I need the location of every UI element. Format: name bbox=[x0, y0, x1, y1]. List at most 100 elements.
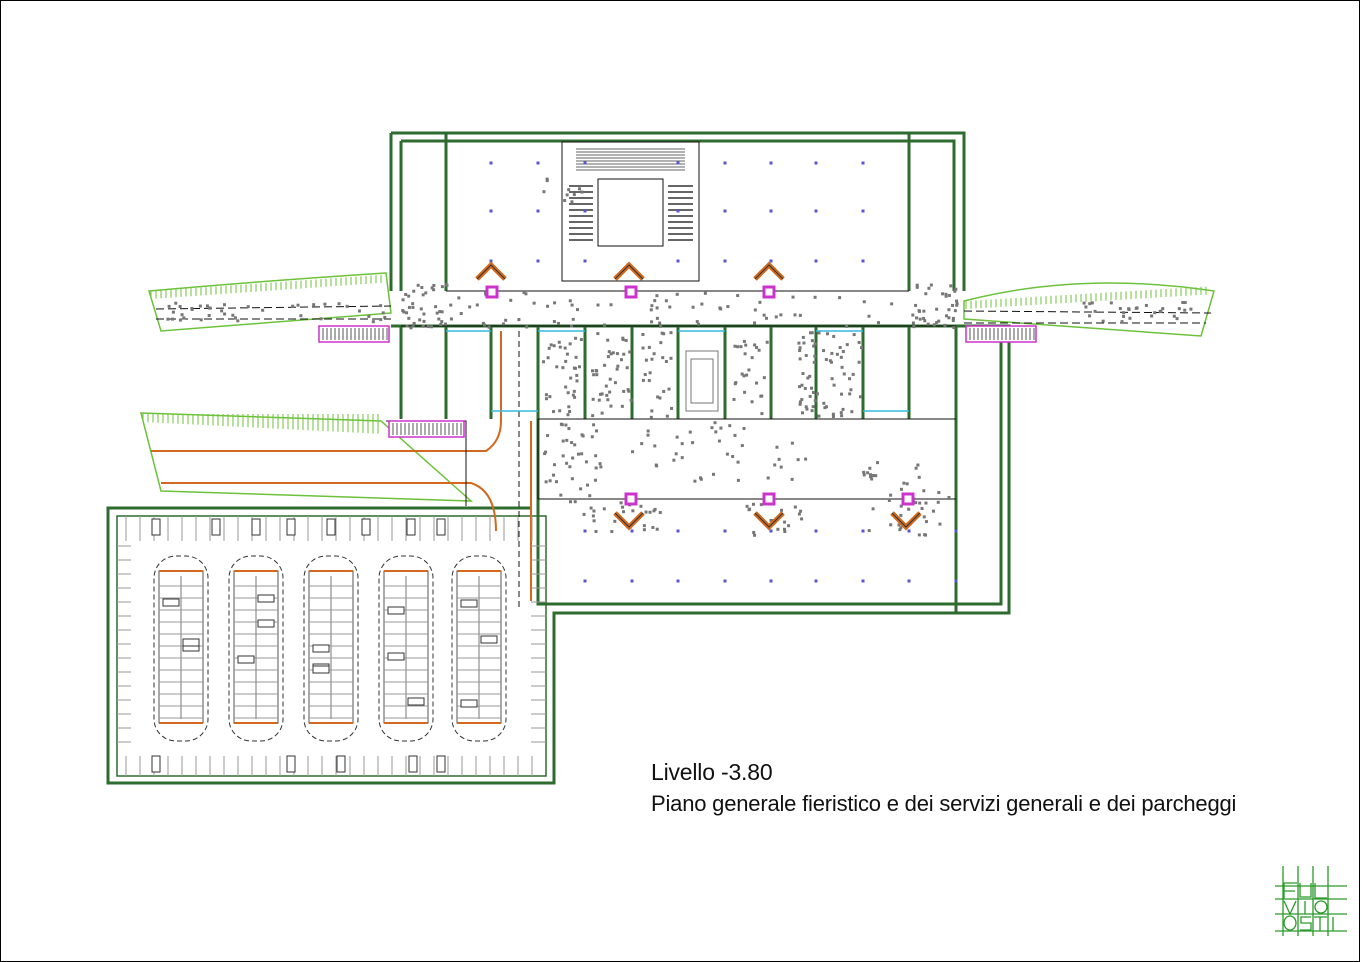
furniture-item bbox=[606, 398, 610, 402]
parked-car bbox=[162, 598, 180, 607]
furniture-item bbox=[419, 307, 423, 311]
furniture-item bbox=[405, 311, 409, 315]
furniture-item bbox=[914, 466, 918, 470]
lift-marker bbox=[762, 492, 776, 506]
furniture-item bbox=[1172, 314, 1176, 318]
furniture-item bbox=[870, 477, 874, 481]
furniture-item bbox=[713, 421, 717, 425]
furniture-item bbox=[591, 414, 595, 418]
lift-marker bbox=[901, 492, 915, 506]
furniture-item bbox=[751, 502, 755, 506]
furniture-item bbox=[440, 285, 444, 289]
furniture-item bbox=[475, 303, 479, 307]
furniture-item bbox=[641, 346, 645, 350]
furniture-item bbox=[639, 504, 643, 508]
furniture-item bbox=[665, 414, 669, 418]
column bbox=[861, 579, 865, 583]
furniture-item bbox=[457, 296, 461, 300]
furniture-item bbox=[655, 316, 659, 320]
furniture-item bbox=[233, 316, 237, 320]
furniture-item bbox=[823, 406, 827, 410]
furniture-item bbox=[848, 392, 852, 396]
furniture-item bbox=[649, 415, 653, 419]
furniture-item bbox=[955, 299, 959, 303]
furniture-item bbox=[774, 315, 778, 319]
furniture-item bbox=[703, 291, 707, 295]
column bbox=[769, 529, 773, 533]
furniture-item bbox=[840, 392, 844, 396]
furniture-item bbox=[261, 308, 265, 312]
furniture-item bbox=[381, 311, 385, 315]
furniture-item bbox=[831, 415, 835, 419]
furniture-item bbox=[596, 332, 600, 336]
furniture-item bbox=[725, 452, 729, 456]
furniture-item bbox=[917, 309, 921, 313]
furniture-item bbox=[943, 323, 947, 327]
furniture-item bbox=[524, 292, 528, 296]
furniture-item bbox=[590, 435, 594, 439]
furniture-item bbox=[927, 286, 931, 290]
furniture-item bbox=[501, 322, 505, 326]
furniture-item bbox=[532, 301, 536, 305]
parked-car bbox=[406, 518, 416, 536]
escalator bbox=[613, 511, 645, 531]
furniture-item bbox=[755, 381, 759, 385]
furniture-item bbox=[659, 341, 663, 345]
column bbox=[489, 209, 493, 213]
furniture-item bbox=[650, 357, 654, 361]
furniture-item bbox=[848, 377, 852, 381]
furniture-item bbox=[323, 302, 327, 306]
furniture-item bbox=[649, 308, 653, 312]
furniture-item bbox=[922, 489, 926, 493]
furniture-item bbox=[565, 438, 569, 442]
furniture-item bbox=[813, 399, 817, 403]
furniture-item bbox=[573, 395, 577, 399]
furniture-item bbox=[760, 412, 764, 416]
furniture-item bbox=[691, 441, 695, 445]
furniture-item bbox=[569, 500, 573, 504]
wall bbox=[389, 131, 966, 291]
furniture-item bbox=[859, 346, 863, 350]
furniture-item bbox=[811, 405, 815, 409]
furniture-item bbox=[483, 323, 487, 327]
furniture-item bbox=[932, 509, 936, 513]
furniture-item bbox=[762, 376, 766, 380]
furniture-item bbox=[568, 409, 572, 413]
furniture-item bbox=[798, 349, 802, 353]
furniture-item bbox=[669, 356, 673, 360]
lift-marker bbox=[624, 492, 638, 506]
furniture-item bbox=[842, 372, 846, 376]
furniture-item bbox=[658, 396, 662, 400]
furniture-item bbox=[549, 343, 553, 347]
furniture-item bbox=[803, 386, 807, 390]
furniture-item bbox=[850, 410, 854, 414]
furniture-item bbox=[246, 305, 250, 309]
furniture-item bbox=[668, 305, 672, 309]
parked-car bbox=[407, 697, 425, 706]
furniture-item bbox=[664, 299, 668, 303]
furniture-item bbox=[661, 356, 665, 360]
column bbox=[723, 579, 727, 583]
furniture-item bbox=[296, 303, 300, 307]
furniture-item bbox=[871, 507, 875, 511]
furniture-item bbox=[569, 376, 573, 380]
furniture-item bbox=[742, 374, 746, 378]
furniture-item bbox=[605, 393, 609, 397]
furniture-item bbox=[504, 318, 508, 322]
furniture-item bbox=[575, 373, 579, 377]
furniture-item bbox=[621, 505, 625, 509]
furniture-item bbox=[608, 390, 612, 394]
furniture-item bbox=[570, 303, 574, 307]
furniture-item bbox=[174, 301, 178, 305]
furniture-item bbox=[430, 286, 434, 290]
furniture-item bbox=[790, 477, 794, 481]
furniture-item bbox=[825, 405, 829, 409]
furniture-item bbox=[565, 352, 569, 356]
furniture-item bbox=[798, 385, 802, 389]
furniture-item bbox=[951, 303, 955, 307]
parked-car bbox=[257, 594, 275, 603]
column bbox=[861, 259, 865, 263]
furniture-item bbox=[556, 321, 560, 325]
furniture-item bbox=[868, 473, 872, 477]
furniture-item bbox=[675, 292, 679, 296]
